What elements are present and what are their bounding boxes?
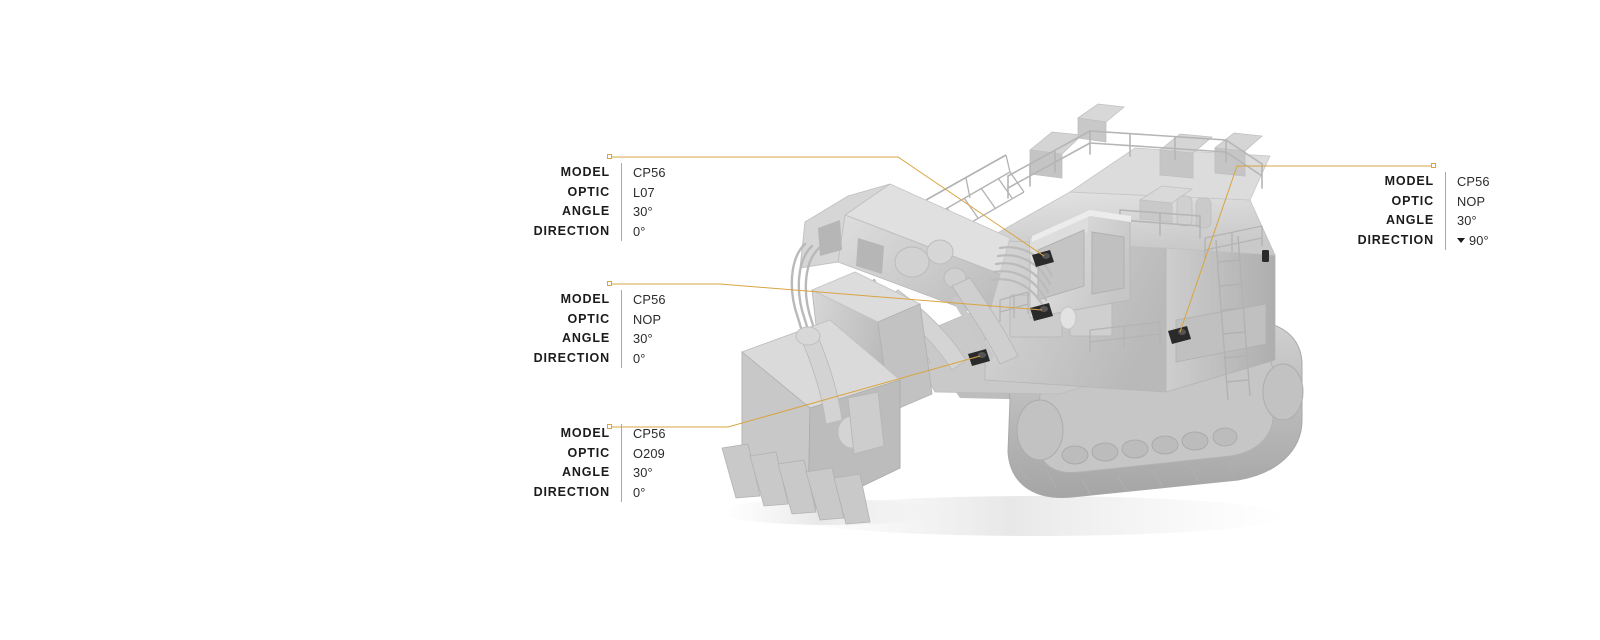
spec-panel-middle-left: MODEL OPTIC ANGLE DIRECTION CP56 NOP 30°… xyxy=(451,290,666,369)
field-label-model: MODEL xyxy=(1384,174,1434,188)
spec-values: CP56 NOP 30° 90° xyxy=(1445,172,1490,251)
field-label-model: MODEL xyxy=(560,426,610,440)
leader-node-top-right xyxy=(1431,163,1436,168)
field-label-angle: ANGLE xyxy=(1386,213,1434,228)
spec-values: CP56 NOP 30° 0° xyxy=(621,290,666,369)
field-value-direction-wrap: 90° xyxy=(1457,231,1490,251)
field-label-angle: ANGLE xyxy=(562,465,610,480)
field-value-direction: 0° xyxy=(633,223,646,239)
field-value-direction: 0° xyxy=(633,350,646,366)
field-label-model: MODEL xyxy=(560,165,610,179)
field-value-optic: NOP xyxy=(1457,193,1486,209)
field-value-direction: 90° xyxy=(1469,232,1489,248)
spec-labels: MODEL OPTIC ANGLE DIRECTION xyxy=(451,424,621,502)
leader-node-bottom-left xyxy=(607,424,612,429)
field-value-optic: NOP xyxy=(633,311,662,327)
spec-panel-top-left: MODEL OPTIC ANGLE DIRECTION CP56 L07 30°… xyxy=(451,163,666,242)
leader-node-middle-left xyxy=(607,281,612,286)
bucket-assembly xyxy=(721,271,933,525)
spec-panel-bottom-left: MODEL OPTIC ANGLE DIRECTION CP56 O209 30… xyxy=(451,424,666,503)
field-label-optic: OPTIC xyxy=(567,184,610,199)
field-label-optic: OPTIC xyxy=(567,445,610,460)
sensor-marker-rear xyxy=(1262,250,1269,262)
field-label-optic: OPTIC xyxy=(1391,193,1434,208)
caret-down-icon xyxy=(1457,237,1465,243)
spec-labels: MODEL OPTIC ANGLE DIRECTION xyxy=(451,290,621,368)
spec-labels: MODEL OPTIC ANGLE DIRECTION xyxy=(451,163,621,241)
field-label-optic: OPTIC xyxy=(567,311,610,326)
field-label-direction: DIRECTION xyxy=(533,223,610,238)
operator-cab xyxy=(999,210,1161,352)
spec-panel-top-right: MODEL OPTIC ANGLE DIRECTION CP56 NOP 30°… xyxy=(1275,172,1490,251)
spec-values: CP56 L07 30° 0° xyxy=(621,163,666,242)
field-value-angle: 30° xyxy=(633,331,653,347)
field-value-optic: O209 xyxy=(633,445,665,461)
field-label-direction: DIRECTION xyxy=(533,350,610,365)
field-value-angle: 30° xyxy=(633,465,653,481)
field-label-model: MODEL xyxy=(560,292,610,306)
field-label-direction: DIRECTION xyxy=(1357,232,1434,247)
field-label-angle: ANGLE xyxy=(562,331,610,346)
field-value-angle: 30° xyxy=(1457,213,1477,229)
leader-node-top-left xyxy=(607,154,612,159)
field-label-angle: ANGLE xyxy=(562,204,610,219)
field-value-model: CP56 xyxy=(633,292,666,307)
field-value-model: CP56 xyxy=(633,165,666,180)
field-value-direction: 0° xyxy=(633,484,646,500)
spec-labels: MODEL OPTIC ANGLE DIRECTION xyxy=(1275,172,1445,250)
field-label-direction: DIRECTION xyxy=(533,484,610,499)
field-value-model: CP56 xyxy=(633,426,666,441)
field-value-model: CP56 xyxy=(1457,174,1490,189)
field-value-angle: 30° xyxy=(633,204,653,220)
field-value-optic: L07 xyxy=(633,184,655,200)
spec-values: CP56 O209 30° 0° xyxy=(621,424,666,503)
